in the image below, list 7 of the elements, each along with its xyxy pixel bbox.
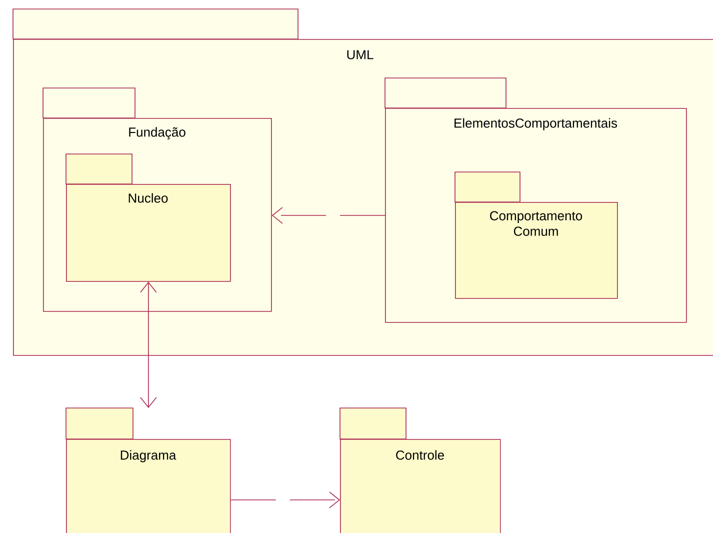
package-box: Comportamento Comum [454, 172, 618, 299]
package-box: Diagrama [66, 408, 231, 533]
package-box: Controle [340, 408, 501, 533]
arrow [230, 491, 340, 508]
arrow [272, 206, 386, 224]
arrow [140, 282, 157, 408]
package-box: Nucleo [66, 154, 231, 282]
